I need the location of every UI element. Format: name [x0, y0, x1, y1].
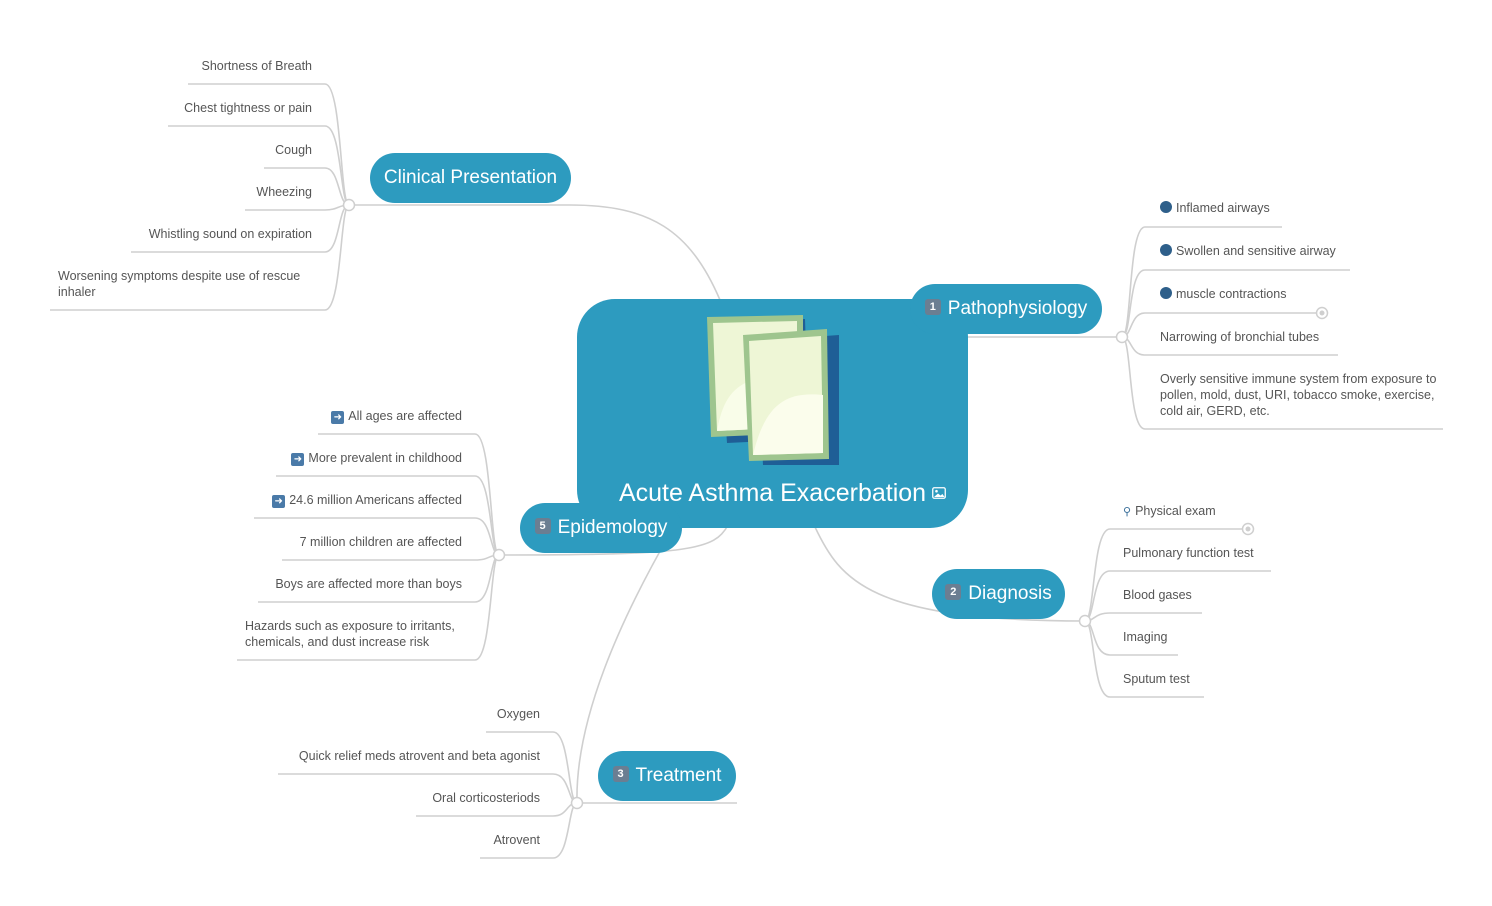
- branch-label: Diagnosis: [968, 583, 1052, 604]
- leaf-item[interactable]: Oral corticosteriods: [432, 791, 540, 805]
- magnifier-icon: ⚲: [1123, 506, 1132, 518]
- leaf-item[interactable]: Whistling sound on expiration: [148, 227, 312, 241]
- leaf-item[interactable]: Overly sensitive immune system from expo…: [1160, 372, 1437, 418]
- leaf-item[interactable]: ➜24.6 million Americans affected: [272, 492, 462, 508]
- documents-illustration: [707, 315, 839, 465]
- leaf-item[interactable]: Oxygen: [496, 707, 540, 721]
- branch-label: Epidemology: [557, 517, 668, 538]
- leaf-item[interactable]: Sputum test: [1123, 672, 1190, 686]
- root-title: Acute Asthma Exacerbation: [618, 479, 927, 507]
- number-2-icon: 2: [945, 584, 962, 600]
- arrow-right-icon: ➜: [291, 453, 305, 466]
- number-5-icon: 5: [534, 518, 551, 534]
- arrow-right-icon: ➜: [272, 495, 286, 508]
- leaf-item[interactable]: Imaging: [1123, 630, 1168, 644]
- leaf-item[interactable]: Narrowing of bronchial tubes: [1160, 330, 1320, 344]
- branch-pathophysiology[interactable]: 1 Pathophysiology: [910, 284, 1102, 334]
- leaf-item[interactable]: muscle contractions: [1160, 286, 1286, 302]
- branch-treatment[interactable]: 3 Treatment: [598, 751, 736, 801]
- leaf-item[interactable]: ➜More prevalent in childhood: [291, 450, 462, 466]
- root-topic[interactable]: Acute Asthma Exacerbation: [577, 299, 968, 528]
- bullet-dot-icon: [1160, 201, 1172, 213]
- leaf-item[interactable]: Shortness of Breath: [201, 59, 312, 73]
- bullet-dot-icon: [1160, 287, 1172, 299]
- number-1-icon: 1: [924, 299, 941, 315]
- leaf-item[interactable]: Blood gases: [1123, 588, 1192, 602]
- leaf-item[interactable]: Chest tightness or pain: [184, 101, 312, 115]
- leaf-item[interactable]: Inflamed airways: [1160, 200, 1270, 216]
- branch-diagnosis[interactable]: 2 Diagnosis: [932, 569, 1065, 619]
- branch-clinical-presentation[interactable]: Clinical Presentation: [370, 153, 571, 203]
- leaf-item[interactable]: Wheezing: [256, 185, 312, 199]
- leaf-item[interactable]: Hazards such as exposure to irritants, c…: [245, 619, 455, 649]
- leaf-item[interactable]: Worsening symptoms despite use of rescue…: [58, 269, 301, 299]
- leaf-item[interactable]: Atrovent: [493, 833, 540, 847]
- leaf-item[interactable]: ⚲Physical exam: [1123, 504, 1216, 518]
- leaf-item[interactable]: Boys are affected more than boys: [275, 577, 462, 591]
- number-3-icon: 3: [612, 766, 629, 782]
- branch-label: Pathophysiology: [947, 298, 1088, 319]
- bullet-dot-icon: [1160, 244, 1172, 256]
- branch-epidemology[interactable]: 5 Epidemology: [520, 503, 682, 553]
- leaf-item[interactable]: ➜All ages are affected: [331, 408, 462, 424]
- branch-label: Clinical Presentation: [383, 167, 558, 188]
- branch-label: Treatment: [635, 765, 722, 786]
- leaf-item[interactable]: 7 million children are affected: [299, 535, 462, 549]
- image-icon[interactable]: [932, 487, 946, 499]
- leaf-item[interactable]: Cough: [275, 143, 312, 157]
- leaf-item[interactable]: Pulmonary function test: [1123, 546, 1254, 560]
- arrow-right-icon: ➜: [331, 411, 345, 424]
- leaf-item[interactable]: Quick relief meds atrovent and beta agon…: [298, 749, 540, 763]
- leaf-item[interactable]: Swollen and sensitive airway: [1160, 243, 1336, 259]
